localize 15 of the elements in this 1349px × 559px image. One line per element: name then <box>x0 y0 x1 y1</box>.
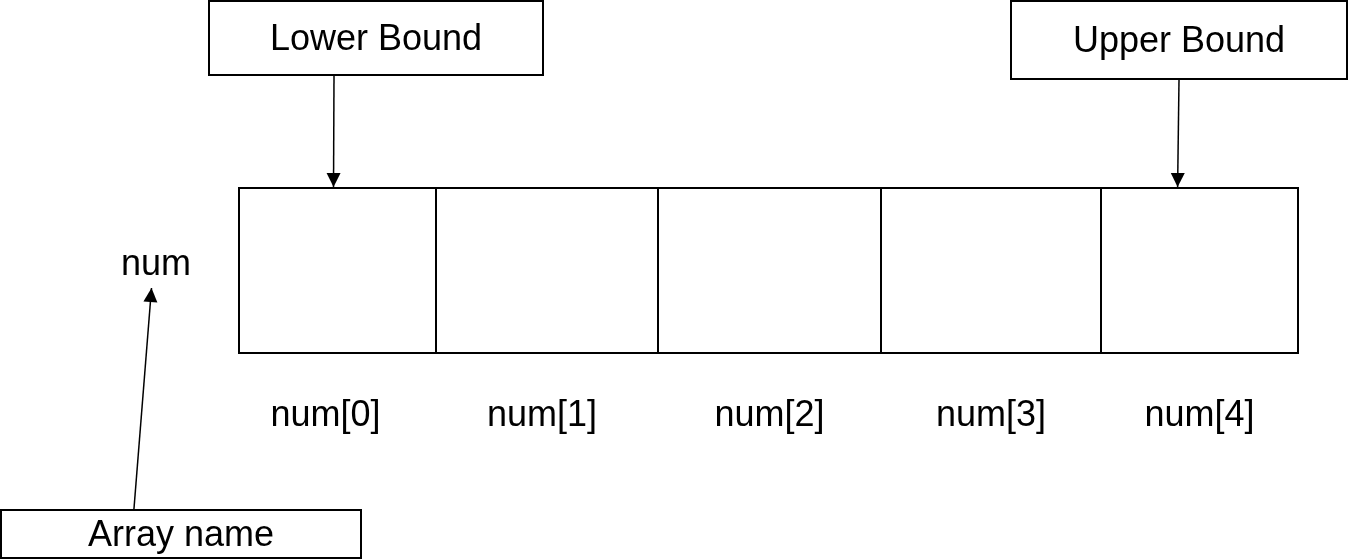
callout-text: Array name <box>87 514 275 554</box>
array-name-label: num <box>121 243 191 283</box>
index-label: num[1] <box>486 394 598 434</box>
callout-text: Lower Bound <box>269 18 483 58</box>
arrow <box>133 287 158 510</box>
index-label: num[0] <box>270 394 381 434</box>
index-label: num[2] <box>714 394 825 434</box>
arrow <box>326 75 341 188</box>
callout-box <box>208 0 544 76</box>
callout-box <box>0 509 362 559</box>
index-label: num[3] <box>935 394 1047 434</box>
callout-box <box>1010 0 1348 80</box>
index-label: num[4] <box>1144 394 1255 434</box>
callout-text: Upper Bound <box>1072 20 1286 60</box>
arrow <box>1170 79 1185 188</box>
